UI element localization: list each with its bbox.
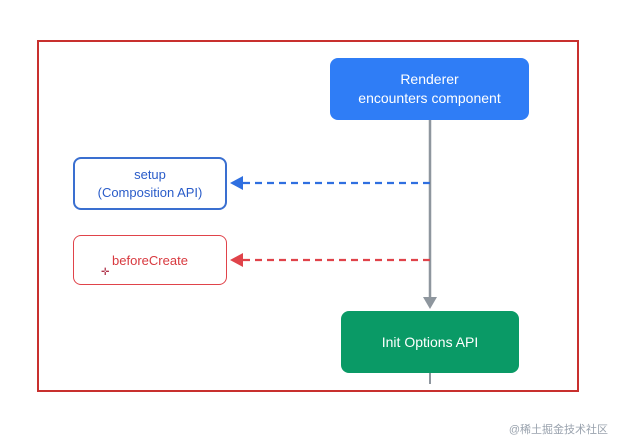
setup-line1: setup — [134, 166, 166, 182]
init-options-node: Init Options API — [341, 311, 519, 373]
before-create-node: beforeCreate — [73, 235, 227, 285]
setup-node: setup (Composition API) — [73, 157, 227, 210]
renderer-node: Renderer encounters component — [330, 58, 529, 120]
renderer-line2: encounters component — [358, 90, 501, 106]
crosshair-icon: ✛ — [101, 267, 110, 278]
renderer-to-init-arrowhead — [423, 297, 437, 309]
before-create-arrowhead — [230, 253, 243, 267]
setup-arrowhead — [230, 176, 243, 190]
watermark: @稀土掘金技术社区 — [508, 424, 608, 436]
init-options-label: Init Options API — [381, 334, 479, 350]
setup-line2: (Composition API) — [97, 184, 203, 200]
diagram-frame — [37, 40, 579, 392]
before-create-label: beforeCreate — [112, 252, 188, 268]
renderer-line1: Renderer — [400, 71, 459, 87]
